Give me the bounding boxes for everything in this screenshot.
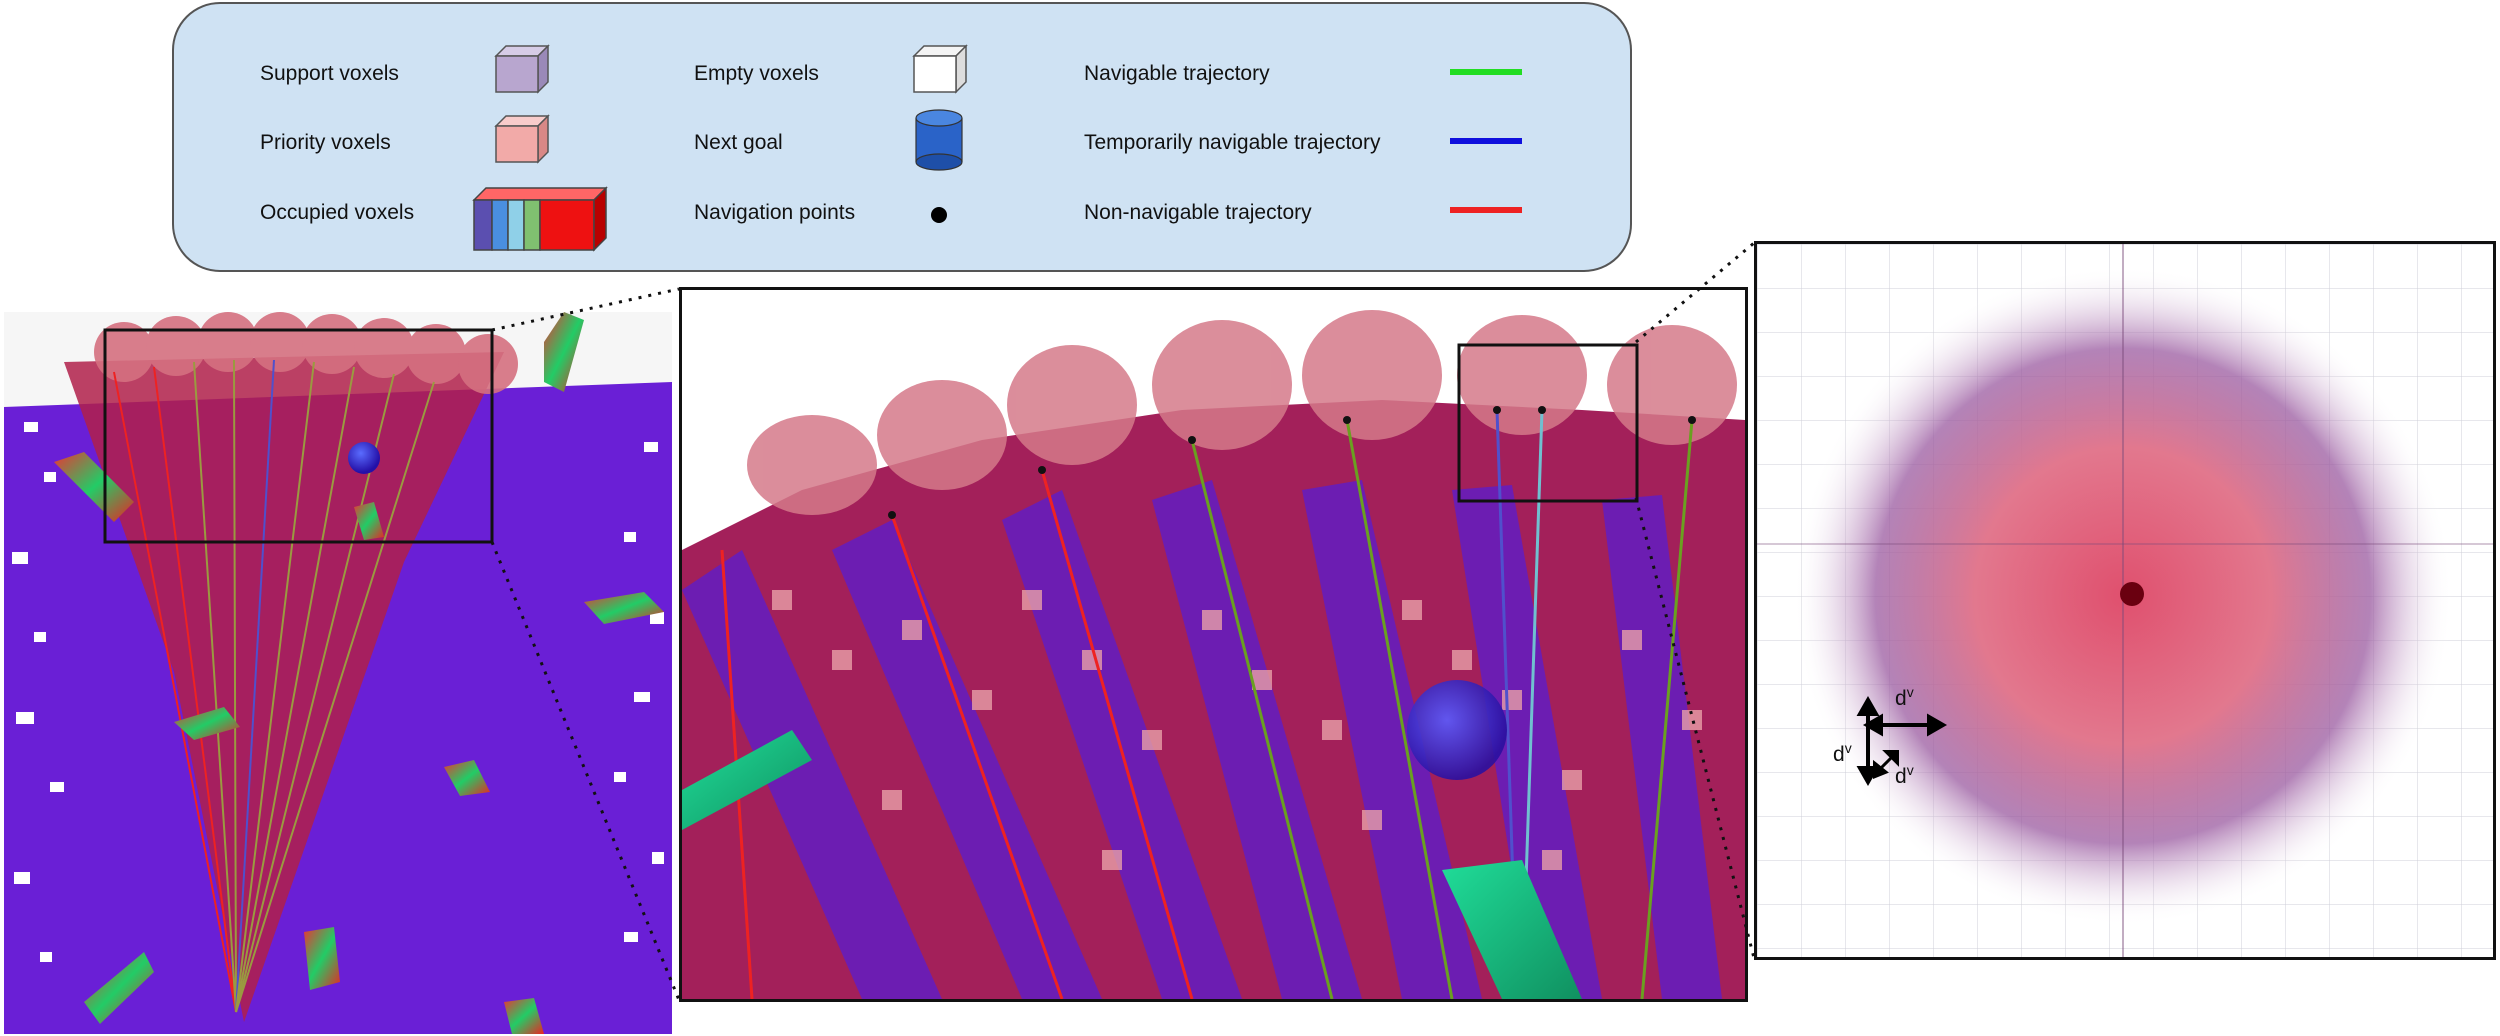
legend-temporarily-navigable-label: Temporarily navigable trajectory (1084, 131, 1381, 154)
legend-navigable-trajectory-label: Navigable trajectory (1084, 62, 1270, 85)
zoom-render (682, 290, 1745, 999)
overview-panel (4, 312, 672, 1034)
legend-next-goal-label: Next goal (694, 131, 783, 154)
overview-render (4, 312, 672, 1034)
legend-navigation-points-label: Navigation points (694, 201, 856, 224)
next-goal-cylinder-icon (915, 109, 963, 171)
dim-label-depth: dv (1895, 762, 1914, 788)
detail-navigation-point (2120, 582, 2144, 606)
legend-box: Support voxels Priority voxels Occupied … (172, 2, 1632, 272)
legend-non-navigable-label: Non-navigable trajectory (1084, 201, 1312, 224)
zoom-obstacle-bottom (1442, 860, 1582, 999)
temporarily-navigable-line-icon (1450, 138, 1522, 144)
support-streaks (682, 480, 1722, 999)
zoom-navigation-points (888, 406, 1696, 519)
overview-zoom-box (103, 328, 494, 544)
support-voxel-cube-icon (494, 44, 550, 94)
legend-occupied-voxels-label: Occupied voxels (260, 201, 415, 224)
detail-render (1757, 244, 2493, 957)
priority-bumps (94, 312, 518, 394)
non-navigable-line-icon (1450, 207, 1522, 213)
detail-panel: dv dv dv (1754, 241, 2496, 960)
zoom-detail-box (1457, 343, 1639, 503)
zoom-next-goal (1407, 680, 1507, 780)
navigation-point-dot-icon (931, 207, 947, 223)
zoom-panel (679, 287, 1748, 1002)
overview-trajectories (113, 359, 435, 1013)
legend-support-voxels-label: Support voxels (260, 62, 399, 85)
scattered-voxels (772, 590, 1702, 870)
legend-priority-voxels-label: Priority voxels (260, 131, 391, 154)
occupied-voxels-cubes-icon (472, 186, 608, 252)
legend-empty-voxels-label: Empty voxels (694, 62, 819, 85)
priority-voxel-cube-icon (494, 114, 550, 164)
dim-label-horizontal: dv (1895, 684, 1914, 710)
empty-voxel-cube-icon (912, 44, 968, 94)
dim-label-vertical: dv (1833, 740, 1852, 766)
overview-next-goal (348, 442, 380, 474)
navigable-trajectory-line-icon (1450, 69, 1522, 75)
dimension-arrows (1856, 695, 1948, 787)
zoom-obstacle-left (682, 730, 812, 830)
